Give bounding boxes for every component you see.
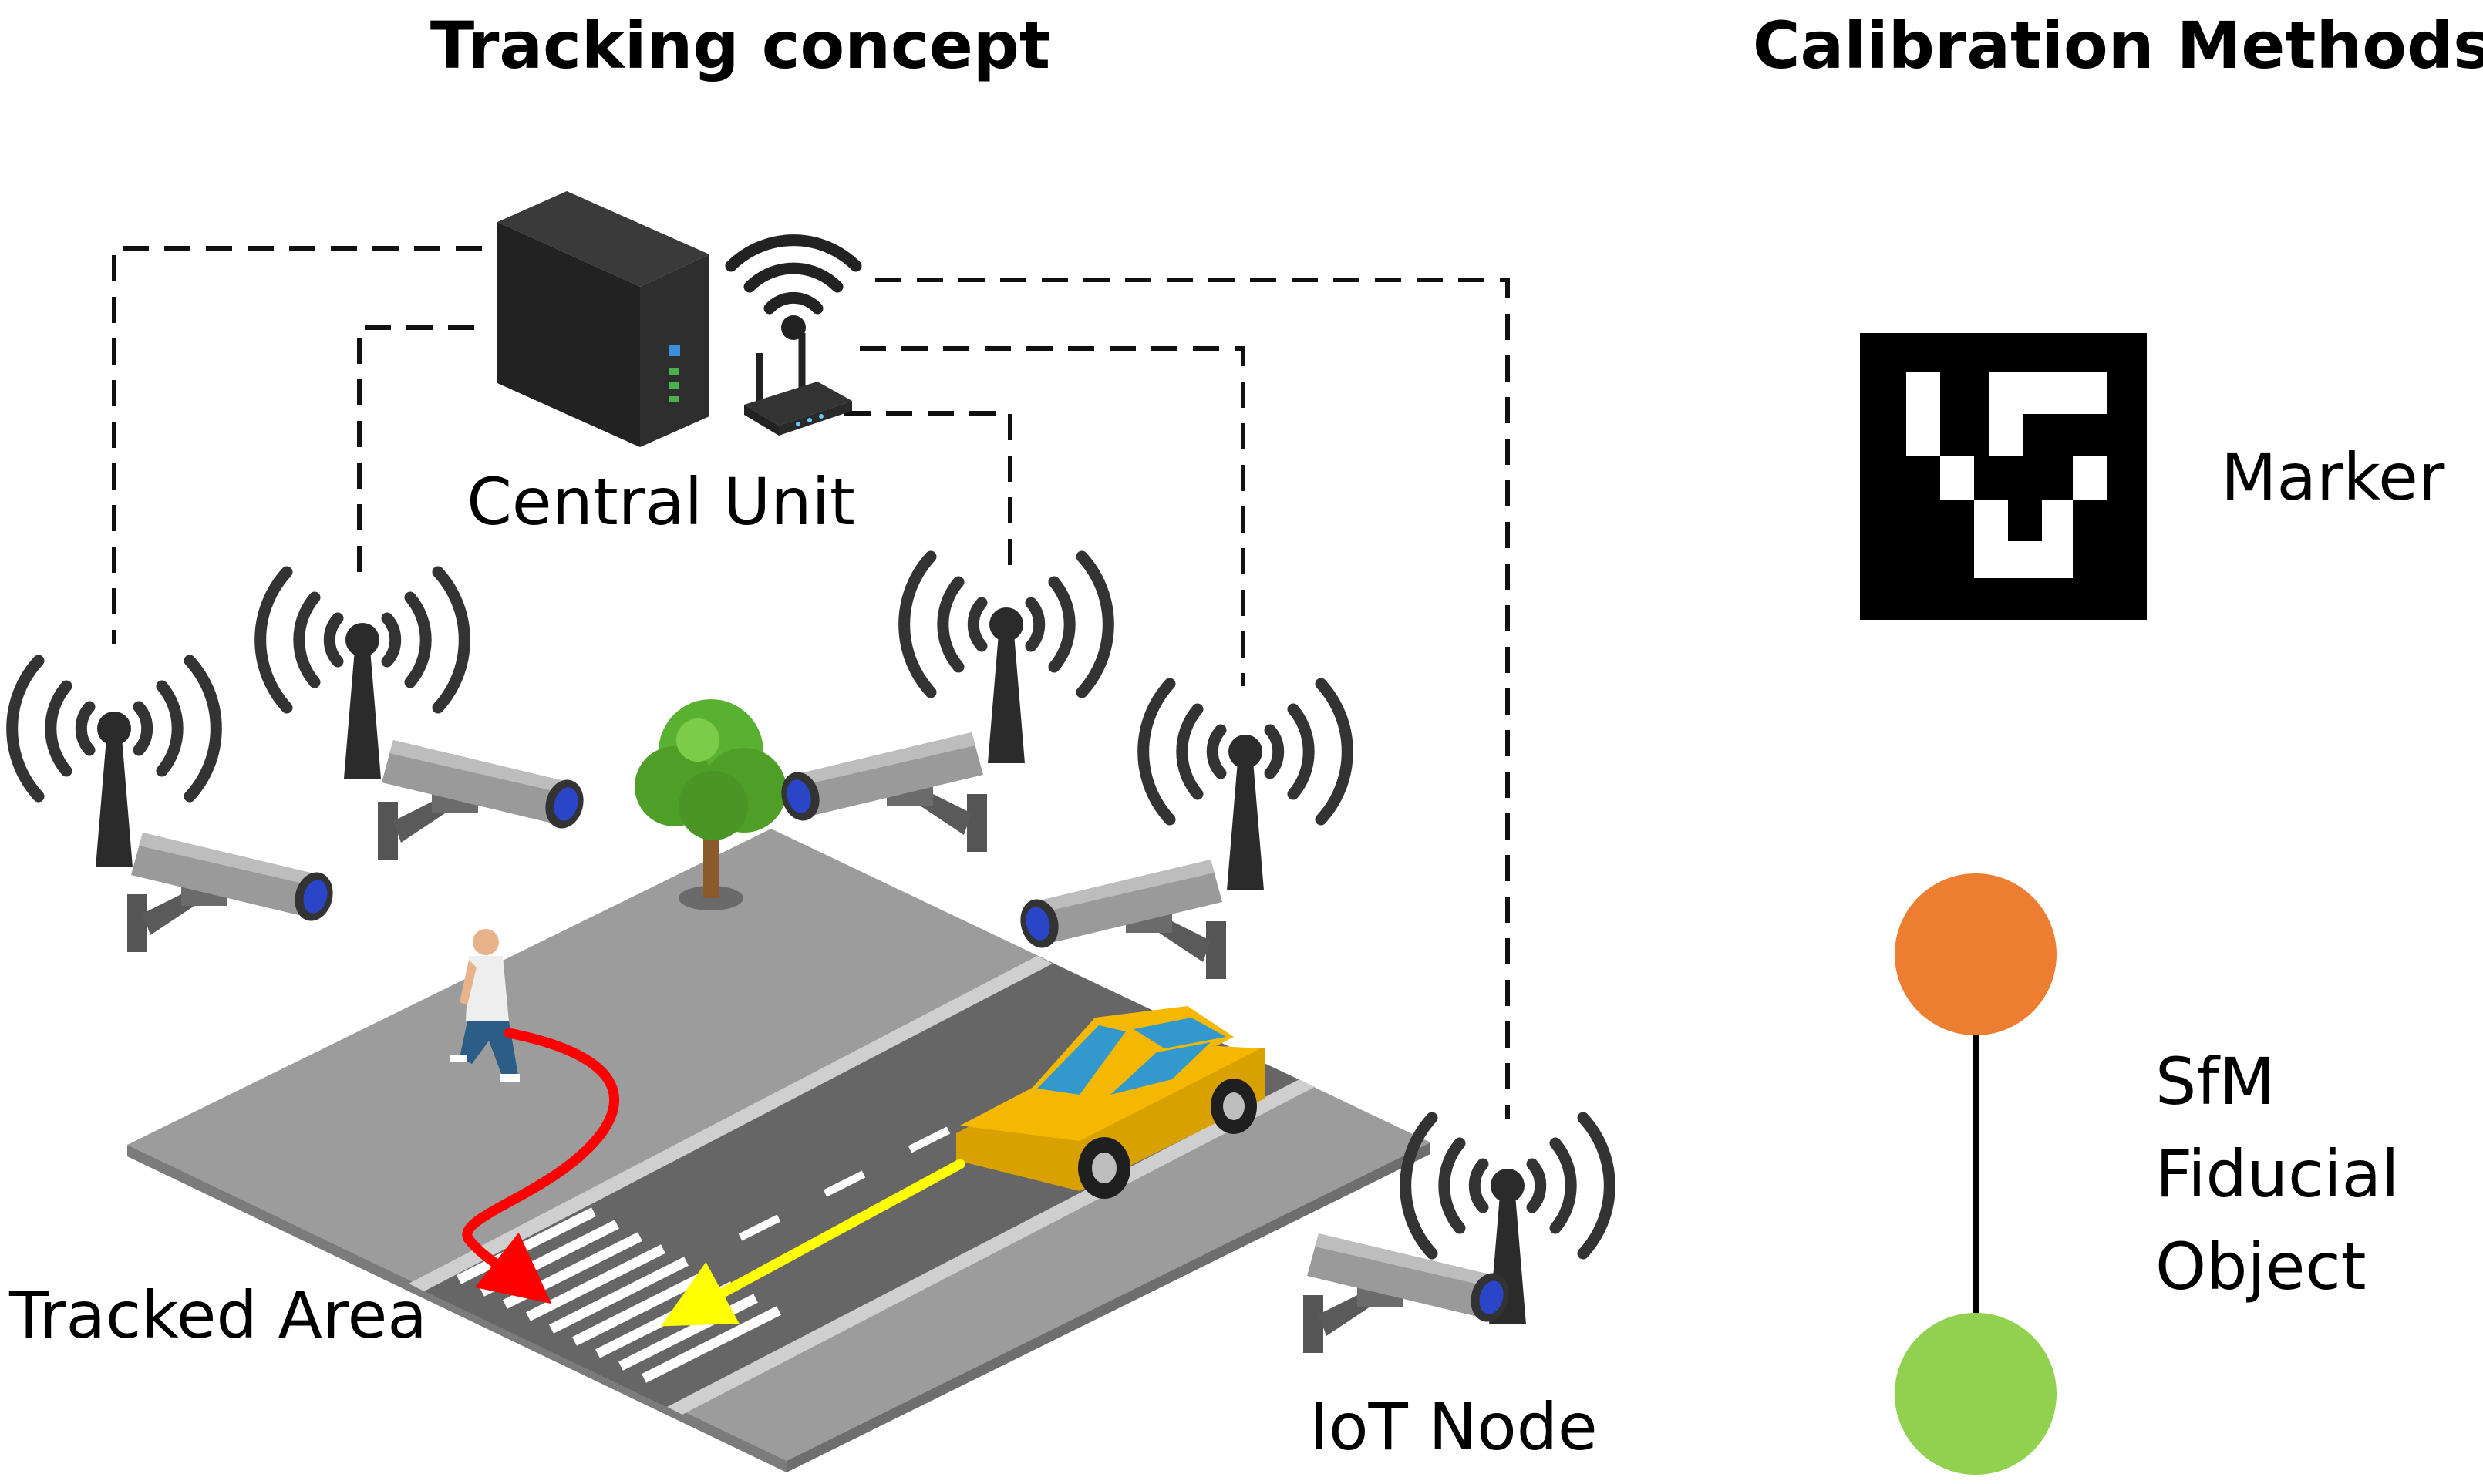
server-tower-icon — [497, 191, 709, 447]
fiducial-bottom-sphere — [1895, 1313, 2057, 1475]
sfm-label-line1: SfM — [2155, 1044, 2275, 1119]
vehicle-trajectory — [661, 1159, 965, 1327]
tracked-area-label: Tracked Area — [8, 1277, 427, 1353]
pedestrian-trajectory — [462, 1028, 620, 1304]
radio-antenna-icon — [905, 557, 1109, 763]
radio-antenna-icon — [1144, 684, 1348, 890]
link-node-5 — [875, 278, 1510, 1119]
cctv-camera-icon — [127, 833, 339, 952]
sfm-fiducial-object — [1895, 873, 2057, 1475]
sfm-label-line3: Object — [2155, 1229, 2367, 1304]
network-connections — [112, 246, 1510, 1119]
fiducial-top-sphere — [1895, 873, 2057, 1035]
cctv-camera-icon — [1303, 1233, 1514, 1353]
cctv-camera-icon — [378, 740, 589, 860]
link-node-2 — [357, 325, 474, 574]
marker-label: Marker — [2221, 439, 2445, 515]
cctv-camera-icon — [776, 732, 987, 852]
tree-icon — [635, 699, 787, 910]
radio-antenna-icon — [261, 572, 465, 779]
lane-markings — [738, 1126, 951, 1241]
fiducial-marker-icon — [1860, 333, 2147, 620]
link-node-4 — [860, 346, 1245, 686]
wifi-router-icon — [725, 234, 862, 436]
pedestrian-icon — [450, 929, 520, 1082]
central-unit-label: Central Unit — [467, 464, 855, 540]
iot-node-label: IoT Node — [1309, 1389, 1597, 1465]
iot-node-4 — [1015, 684, 1348, 979]
link-node-3 — [844, 411, 1012, 574]
link-node-1 — [112, 246, 482, 644]
calibration-methods-title: Calibration Methods — [1753, 8, 2483, 83]
tracked-area-ground — [127, 829, 1430, 1472]
car-icon — [956, 1006, 1265, 1199]
sfm-label-line2: Fiducial — [2155, 1136, 2399, 1212]
radio-antenna-icon — [12, 661, 217, 867]
iot-node-3 — [776, 557, 1109, 852]
iot-node-2 — [261, 572, 589, 860]
tracking-concept-title: Tracking concept — [430, 8, 1050, 83]
